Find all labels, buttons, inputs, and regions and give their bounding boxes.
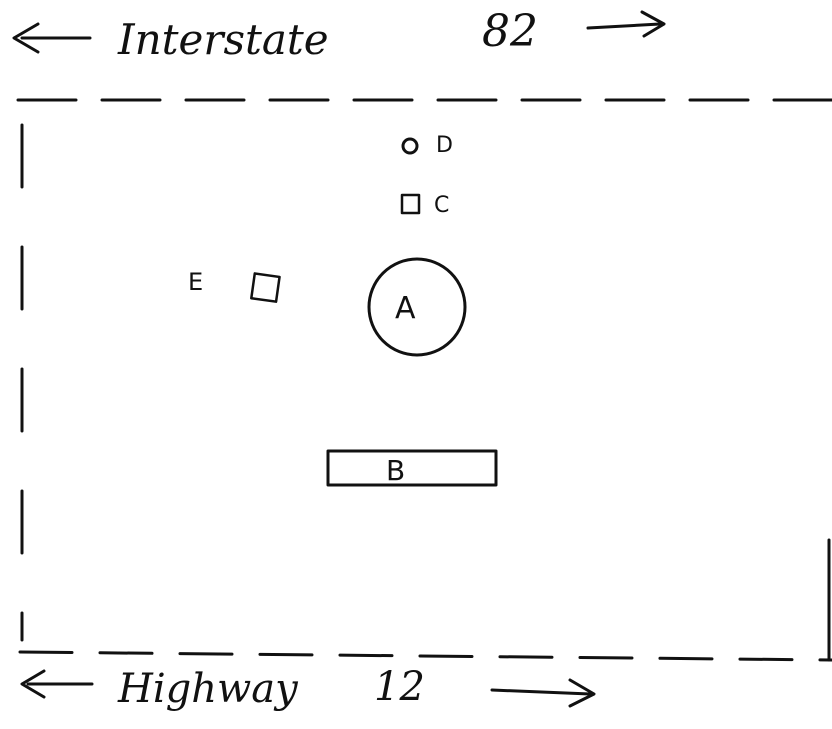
feature-d: D xyxy=(401,133,453,158)
feature-a-symbol xyxy=(367,257,467,357)
highway-number: 12 xyxy=(374,664,425,710)
feature-d-symbol xyxy=(401,137,419,155)
feature-e-label: E xyxy=(188,268,203,296)
right-arrow-icon xyxy=(490,678,596,708)
highway-label-group: Highway 12 xyxy=(20,664,596,712)
feature-e: E xyxy=(188,268,281,303)
feature-d-label: D xyxy=(436,133,453,158)
interstate-name: Interstate xyxy=(117,15,329,64)
property-boundary xyxy=(16,98,832,662)
interstate-number: 82 xyxy=(482,6,538,57)
feature-c-label: C xyxy=(434,193,449,218)
feature-b-label: B xyxy=(386,454,405,487)
right-arrow-icon xyxy=(586,10,666,38)
feature-c-symbol xyxy=(400,193,421,215)
feature-c: C xyxy=(400,193,449,218)
feature-b-symbol xyxy=(326,449,498,487)
feature-e-symbol xyxy=(250,272,281,303)
feature-a-label: A xyxy=(395,291,416,326)
left-arrow-icon xyxy=(20,669,94,699)
feature-a: A xyxy=(367,257,467,357)
interstate-label-group: Interstate 82 xyxy=(12,6,666,64)
feature-b: B xyxy=(326,449,498,487)
highway-name: Highway xyxy=(117,666,299,712)
left-arrow-icon xyxy=(12,22,92,54)
boundary-bottom xyxy=(18,650,832,662)
